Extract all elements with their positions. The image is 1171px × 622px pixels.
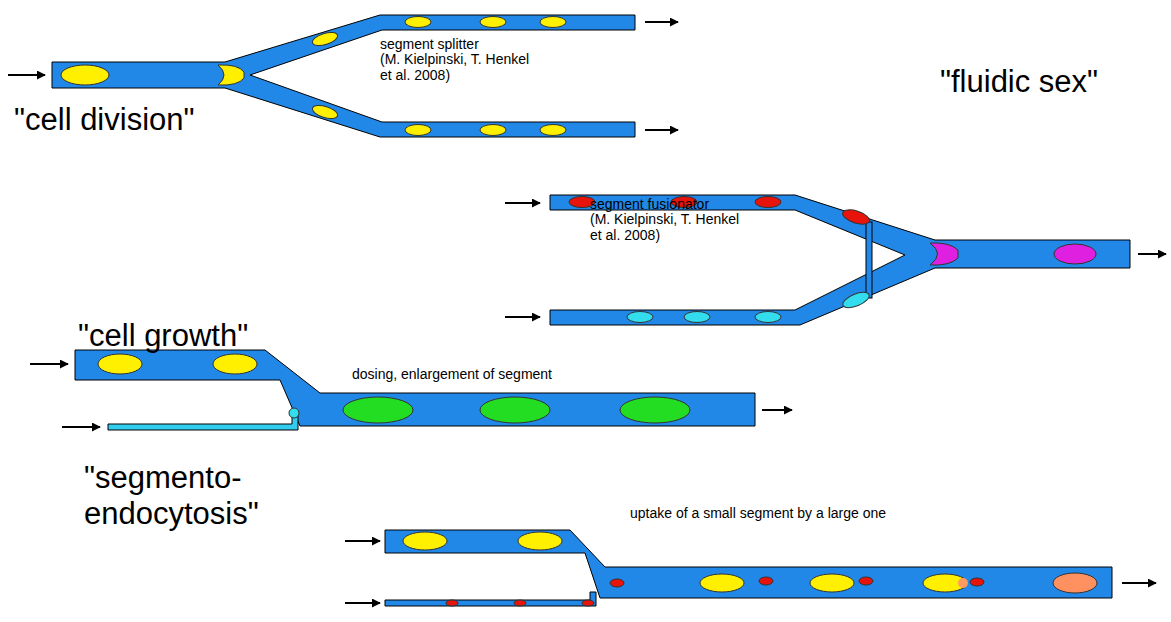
operation-title: "segmento- endocytosis": [84, 460, 259, 531]
fluid-segment: [518, 532, 562, 550]
fluid-segment: [810, 574, 854, 592]
fluid-segment: [700, 574, 744, 592]
fluid-segment: [859, 577, 873, 585]
fluid-segment: [610, 579, 624, 587]
flow-arrow: [1122, 582, 1156, 584]
fluid-segment: [582, 600, 594, 606]
fluid-segment: [405, 125, 431, 136]
text-line: endocytosis": [84, 496, 259, 532]
text-line: "segmento-: [84, 460, 259, 496]
note-text: segment splitter (M. Kielpinski, T. Henk…: [380, 37, 529, 83]
fluid-segment: [480, 125, 506, 136]
fluid-segment: [311, 103, 339, 121]
channel-shape: [108, 412, 298, 430]
fluid-segment: [446, 600, 458, 606]
operation-title: "cell division": [14, 102, 195, 138]
fluid-segment: [311, 30, 339, 48]
fluid-segment: [755, 197, 781, 208]
flow-arrow: [30, 363, 68, 365]
flow-arrow: [505, 316, 540, 318]
channel-shape: [385, 592, 596, 606]
dosing-channel: [30, 350, 792, 430]
fluid-segment: [61, 65, 109, 85]
flow-arrow: [645, 129, 678, 131]
text-line: et al. 2008): [380, 68, 529, 83]
fluid-segment: [1053, 573, 1097, 593]
flow-arrow: [645, 21, 678, 23]
segment-splitter: [8, 15, 678, 137]
flow-arrow: [8, 74, 45, 76]
channel-shape: [385, 530, 1112, 598]
channel-shape: [550, 195, 1130, 325]
fluid-segment: [213, 354, 257, 374]
fluid-segment: [755, 312, 781, 323]
text-line: et al. 2008): [590, 228, 739, 243]
fluid-segment: [514, 600, 526, 606]
flow-arrow: [762, 409, 792, 411]
fluid-segment: [540, 125, 566, 136]
operation-title: "cell growth": [78, 318, 248, 354]
note-text: segment fusionator (M. Kielpinski, T. He…: [590, 197, 739, 243]
channel-shape: [866, 222, 872, 298]
fluid-segment: [930, 243, 958, 265]
fluid-segment: [958, 578, 968, 588]
fluid-segment: [841, 289, 871, 311]
text-line: segment splitter: [380, 37, 529, 52]
text-line: dosing, enlargement of segment: [352, 367, 552, 382]
fluid-segment: [841, 207, 871, 227]
fluid-segment: [343, 397, 413, 423]
fluid-segment: [1054, 244, 1096, 264]
fluid-segment: [620, 397, 690, 423]
note-text: dosing, enlargement of segment: [352, 367, 552, 382]
fluid-segment: [759, 577, 773, 585]
fluid-segment: [480, 397, 550, 423]
fluid-segment: [480, 17, 506, 28]
text-line: (M. Kielpinski, T. Henkel: [380, 52, 529, 67]
fluid-segment: [218, 65, 244, 85]
endocytosis-channel: [345, 530, 1156, 606]
fluid-segment: [970, 578, 984, 586]
fluid-segment: [98, 354, 142, 374]
fluid-segment: [405, 17, 431, 28]
note-text: uptake of a small segment by a large one: [630, 506, 886, 521]
text-line: "fluidic sex": [940, 64, 1098, 100]
channel-shape: [75, 350, 755, 426]
segment-fusionator: [505, 195, 1166, 325]
fluid-segment: [923, 574, 967, 592]
flow-arrow: [345, 602, 380, 604]
text-line: segment fusionator: [590, 197, 739, 212]
text-line: (M. Kielpinski, T. Henkel: [590, 212, 739, 227]
fluid-segment: [540, 17, 566, 28]
fluid-segment: [627, 312, 653, 323]
operation-title: "fluidic sex": [940, 64, 1098, 100]
text-line: "cell growth": [78, 318, 248, 354]
flow-arrow: [505, 202, 540, 204]
fluid-segment: [403, 532, 447, 550]
flow-arrow: [1138, 253, 1166, 255]
text-line: "cell division": [14, 102, 195, 138]
text-line: uptake of a small segment by a large one: [630, 506, 886, 521]
flow-arrow: [345, 540, 380, 542]
fluid-segment: [684, 312, 710, 323]
fluid-segment: [289, 408, 299, 418]
flow-arrow: [62, 426, 100, 428]
